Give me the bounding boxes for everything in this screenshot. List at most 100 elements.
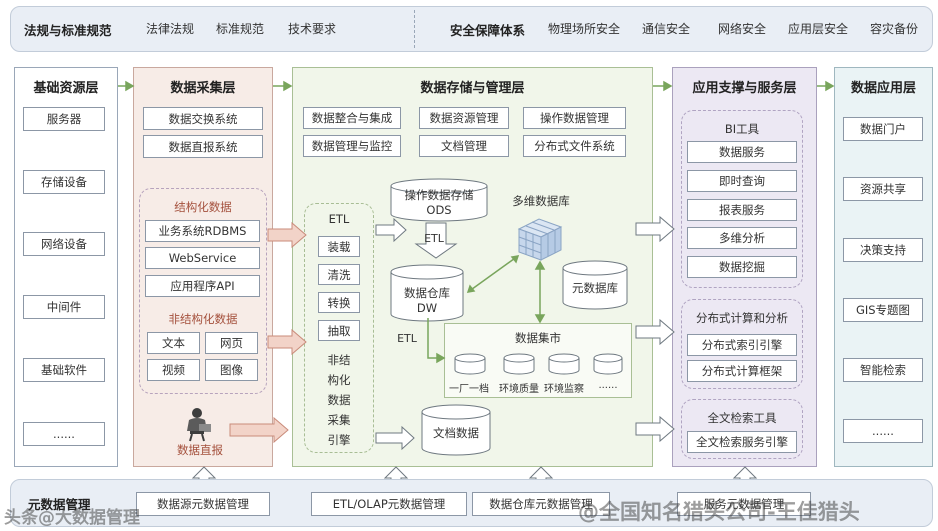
doc-db-label: 文档数据: [433, 426, 479, 440]
ods-database-icon: [390, 178, 488, 222]
bi-item: 数据服务: [687, 141, 797, 163]
storage-module: 数据整合与集成: [303, 107, 401, 129]
metadata-item: 数据仓库元数据管理: [472, 492, 610, 516]
app-item: 决策支持: [843, 238, 923, 262]
infra-item: 服务器: [23, 107, 105, 131]
bi-item: 报表服务: [687, 199, 797, 221]
security-item: 应用层安全: [788, 22, 849, 36]
etl-label-ods: ETL: [424, 232, 444, 245]
security-item: 物理场所安全: [548, 22, 621, 36]
unstructured-item: 图像: [205, 359, 258, 381]
metadata-db-icon: [562, 260, 628, 310]
olap-cube-label: 多维数据库: [512, 194, 570, 208]
infra-item: 网络设备: [23, 232, 105, 256]
metadata-up-arrows: [191, 466, 758, 491]
search-item: 全文检索服务引擎: [687, 431, 797, 453]
etl-label-mart: ETL: [397, 332, 417, 345]
metadata-db-label: 元数据库: [572, 281, 618, 295]
bi-item: 即时查询: [687, 170, 797, 192]
panel-flow-arrows: [118, 80, 835, 92]
unstructured-item: 文本: [147, 332, 200, 354]
mart-db-icons: [454, 353, 623, 375]
security-title: 安全保障体系: [450, 23, 526, 38]
storage-module: 操作数据管理: [523, 107, 626, 129]
collection-system: 数据交换系统: [143, 107, 263, 130]
metadata-item: ETL/OLAP元数据管理: [311, 492, 467, 516]
dist-item: 分布式索引引擎: [687, 334, 797, 356]
dist-item: 分布式计算框架: [687, 360, 797, 382]
unstructured-engine-line: 构化: [327, 373, 351, 387]
mart-item: 一厂一档: [449, 384, 489, 395]
infra-item: 存储设备: [23, 170, 105, 194]
bi-tools-group: [681, 110, 803, 288]
document-db-icon: [421, 404, 491, 456]
storage-module: 文档管理: [419, 135, 509, 157]
storage-to-bi-arrow: [635, 215, 675, 243]
app-item: 数据门户: [843, 117, 923, 141]
dist-title: 分布式计算和分析: [696, 311, 788, 325]
unstructured-engine-line: 引擎: [327, 433, 351, 447]
top-bar-separator: [414, 10, 415, 48]
ods-label: 操作数据存储 ODS: [404, 188, 474, 217]
watermark-right: @全国知名猎头公司-王佳猎头: [578, 500, 860, 524]
security-item: 通信安全: [642, 22, 691, 36]
law-item: 标准规范: [216, 22, 265, 36]
direct-report-arrow: [229, 416, 289, 444]
unstructured-engine-line: 采集: [327, 413, 351, 427]
unstructured-item: 网页: [205, 332, 258, 354]
infrastructure-title: 基础资源层: [33, 81, 99, 96]
support-title: 应用支撑与服务层: [692, 81, 797, 96]
security-item: 网络安全: [718, 22, 767, 36]
direct-report-label: 数据直报: [177, 443, 223, 457]
law-item: 法律法规: [146, 22, 195, 36]
bi-item: 数据挖掘: [687, 256, 797, 278]
metadata-item: 数据源元数据管理: [136, 492, 270, 516]
etl-step: 清洗: [318, 264, 360, 285]
storage-module: 分布式文件系统: [523, 135, 626, 157]
ods-to-dw-arrow: [414, 222, 458, 259]
security-item: 容灾备份: [870, 22, 919, 36]
metadata-item: 服务元数据管理: [677, 492, 811, 516]
infra-item: 中间件: [23, 295, 105, 319]
green-connectors: [427, 255, 546, 364]
collection-system: 数据直报系统: [143, 135, 263, 158]
structured-item: WebService: [145, 247, 260, 269]
structured-title: 结构化数据: [174, 200, 232, 214]
storage-title: 数据存储与管理层: [420, 81, 525, 96]
metadata-title: 元数据管理: [28, 497, 91, 512]
app-item: 智能检索: [843, 358, 923, 382]
app-item: GIS专题图: [843, 298, 923, 322]
full-text-search-group: [681, 399, 803, 459]
app-item: ......: [843, 419, 923, 443]
app-title: 数据应用层: [850, 81, 916, 96]
bi-item: 多维分析: [687, 227, 797, 249]
collection-title: 数据采集层: [170, 81, 236, 96]
structured-item: 应用程序API: [145, 275, 260, 297]
etl-group: [304, 203, 374, 453]
unstructured-item: 视频: [147, 359, 200, 381]
structured-item: 业务系统RDBMS: [145, 220, 260, 242]
infra-item: 基础软件: [23, 358, 105, 382]
infrastructure-panel: [14, 67, 118, 467]
dw-label: 数据仓库 DW: [404, 286, 450, 315]
unstructured-to-etl-arrow: [267, 328, 307, 356]
law-title: 法规与标准规范: [24, 23, 112, 38]
etl-to-ods-arrow: [375, 217, 407, 243]
mart-item: ......: [598, 380, 618, 391]
infra-item: ......: [23, 422, 105, 446]
watermark-left: 头条@大数据管理: [4, 508, 140, 528]
standards-security-bar: [10, 6, 933, 52]
source-data-group: [139, 188, 267, 394]
etl-step: 抽取: [318, 320, 360, 341]
data-warehouse-icon: [390, 264, 464, 322]
law-item: 技术要求: [288, 22, 337, 36]
unstructured-title: 非结构化数据: [168, 312, 238, 326]
storage-to-dist-arrow: [635, 318, 675, 346]
etl-title: ETL: [328, 212, 350, 226]
structured-to-etl-arrow: [267, 221, 307, 249]
mart-item: 环境监察: [544, 384, 584, 395]
olap-cube-icon: [517, 218, 563, 261]
storage-to-search-arrow: [635, 415, 675, 443]
